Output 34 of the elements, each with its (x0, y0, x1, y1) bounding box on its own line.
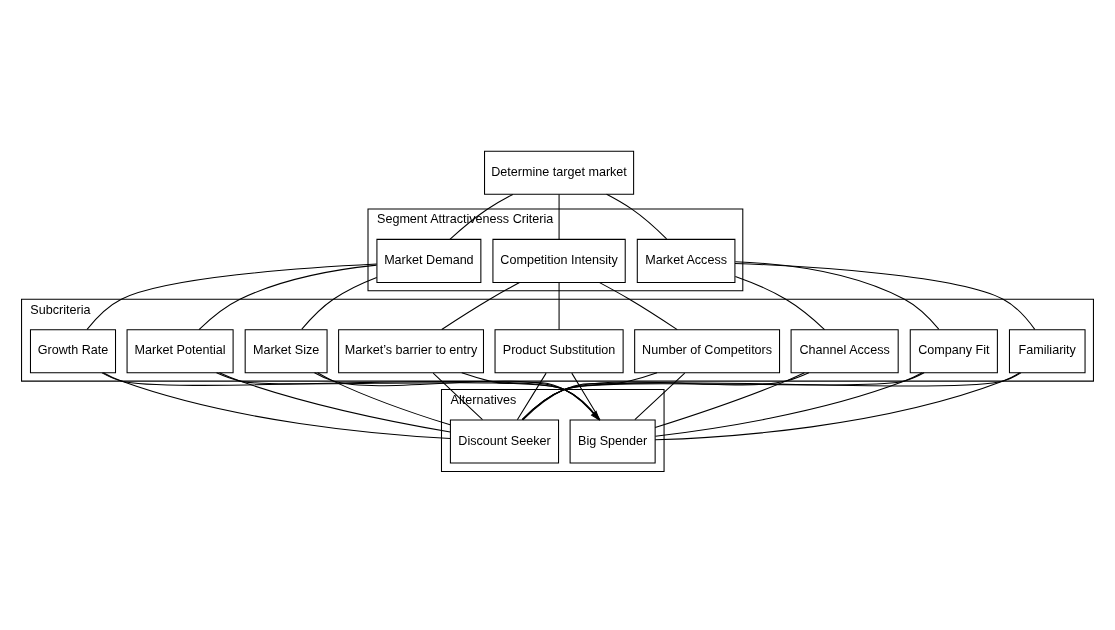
connector (218, 371, 451, 433)
node-box: Market Size (244, 328, 328, 373)
node-box: Company Fit (909, 328, 998, 373)
connector (317, 371, 451, 425)
connector (634, 372, 686, 420)
connector (734, 260, 940, 330)
node-box: Big Spender (569, 418, 656, 464)
node-box: Channel Access (790, 328, 899, 373)
connector (654, 371, 805, 428)
connector (102, 371, 451, 439)
node-box: Competition Intensity (492, 238, 626, 283)
node-box: Discount Seeker (449, 418, 560, 464)
connector (599, 281, 678, 330)
connector (86, 263, 378, 330)
connector (734, 275, 826, 330)
connector (516, 372, 547, 420)
connector (301, 276, 378, 330)
node-box: Growth Rate (29, 328, 117, 373)
connector (441, 281, 521, 330)
node-box: Familiarity (1008, 328, 1086, 373)
node-box: Number of Competitors (634, 328, 781, 373)
node-box: Product Substitution (494, 328, 624, 373)
connector (654, 371, 923, 437)
connector (198, 264, 378, 330)
node-box: Determine target market (484, 150, 635, 195)
node-box: Market’s barrier to entry (338, 328, 484, 373)
connector (558, 193, 560, 240)
connector (606, 193, 668, 239)
connector (558, 281, 560, 330)
connector (654, 371, 1021, 440)
node-box: Market Access (636, 238, 736, 283)
node-box: Market Potential (126, 328, 234, 373)
connector (734, 262, 1036, 330)
node-box: Market Demand (376, 238, 482, 283)
